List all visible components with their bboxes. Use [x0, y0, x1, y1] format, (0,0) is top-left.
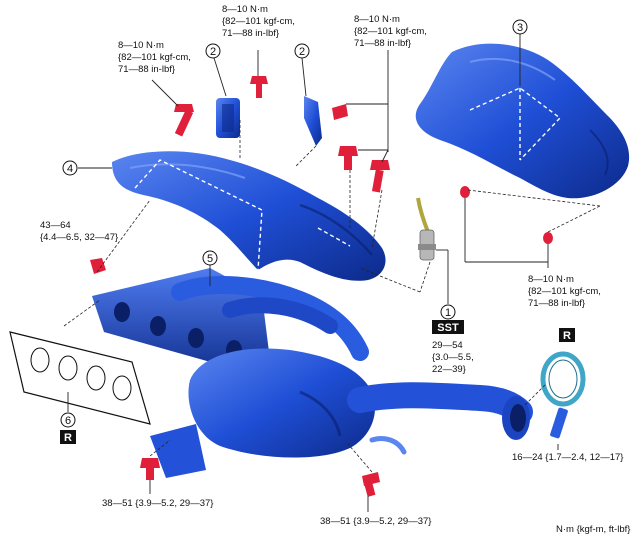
insulator-bracket: [304, 96, 322, 146]
torque-top-left: 8—10 N·m {82—101 kgf-cm, 71—88 in-lbf}: [118, 40, 191, 75]
callout-5: 5: [202, 250, 218, 266]
svg-text:{4.4—6.5, 32—47}: {4.4—6.5, 32—47}: [40, 232, 118, 243]
torque-top-center: 8—10 N·m {82—101 kgf-cm, 71—88 in-lbf}: [222, 4, 295, 39]
bolt-top-center: [250, 76, 268, 98]
exhaust-manifold: [92, 268, 533, 478]
bolts: [90, 76, 553, 497]
svg-text:{82—101 kgf-cm,: {82—101 kgf-cm,: [354, 26, 427, 37]
svg-text:71—88 in-lbf}: 71—88 in-lbf}: [354, 38, 411, 49]
callout-2-left: 2: [205, 43, 221, 59]
svg-text:29—54: 29—54: [432, 340, 463, 351]
oxygen-sensor: [416, 197, 436, 261]
svg-text:38—51 {3.9—5.2, 29—37}: 38—51 {3.9—5.2, 29—37}: [102, 498, 213, 509]
callouts: 1 2 2 3 4 5 6: [60, 19, 528, 428]
svg-text:3: 3: [517, 22, 523, 34]
upper-heat-insulator: [415, 43, 630, 199]
svg-text:{82—101 kgf-cm,: {82—101 kgf-cm,: [222, 16, 295, 27]
svg-text:43—64: 43—64: [40, 220, 71, 231]
badge-r-left: R: [60, 430, 76, 444]
svg-text:SST: SST: [437, 322, 459, 334]
units-note: N·m {kgf-m, ft-lbf}: [556, 524, 630, 535]
svg-text:16—24 {1.7—2.4, 12—17}: 16—24 {1.7—2.4, 12—17}: [512, 452, 623, 463]
svg-text:71—88 in-lbf}: 71—88 in-lbf}: [118, 64, 175, 75]
nut-left: [90, 258, 106, 274]
leader-lines: [67, 34, 559, 512]
badge-sst: SST: [432, 320, 464, 334]
insulator-spacer: [216, 98, 240, 138]
callout-3: 3: [512, 19, 528, 35]
bolt-insulator-1: [460, 186, 470, 198]
bolt-mid-1: [338, 146, 358, 170]
torque-top-right: 8—10 N·m {82—101 kgf-cm, 71—88 in-lbf}: [354, 14, 427, 49]
svg-text:8—10 N·m: 8—10 N·m: [222, 4, 268, 15]
lower-heat-insulator: [112, 151, 386, 281]
svg-text:1: 1: [445, 307, 451, 319]
callout-6: 6: [60, 412, 76, 428]
svg-text:2: 2: [210, 46, 216, 58]
assembly-dashed-lines: [63, 120, 601, 473]
svg-text:{82—101 kgf-cm,: {82—101 kgf-cm,: [528, 286, 601, 297]
svg-text:22—39}: 22—39}: [432, 364, 466, 375]
stud-bolt: [550, 407, 568, 439]
svg-text:71—88 in-lbf}: 71—88 in-lbf}: [528, 298, 585, 309]
svg-text:R: R: [64, 432, 72, 444]
svg-text:8—10 N·m: 8—10 N·m: [528, 274, 574, 285]
svg-text:71—88 in-lbf}: 71—88 in-lbf}: [222, 28, 279, 39]
svg-text:{82—101 kgf-cm,: {82—101 kgf-cm,: [118, 52, 191, 63]
torque-right-mid: 8—10 N·m {82—101 kgf-cm, 71—88 in-lbf}: [528, 274, 601, 309]
torque-bottom-center: 38—51 {3.9—5.2, 29—37}: [320, 516, 431, 527]
bolt-bottom-left: [140, 458, 160, 480]
torque-sensor: 29—54 {3.0—5.5, 22—39}: [432, 340, 474, 375]
callout-1: 1: [440, 304, 456, 320]
bolt-top-left: [174, 104, 194, 137]
bolt-insulator-2: [543, 232, 553, 244]
svg-text:5: 5: [207, 253, 213, 265]
torque-left-nut: 43—64 {4.4—6.5, 32—47}: [40, 220, 118, 243]
svg-text:8—10 N·m: 8—10 N·m: [118, 40, 164, 51]
bolt-bracket: [332, 104, 348, 120]
badge-r-right: R: [559, 328, 575, 342]
svg-text:38—51 {3.9—5.2, 29—37}: 38—51 {3.9—5.2, 29—37}: [320, 516, 431, 527]
svg-text:2: 2: [299, 46, 305, 58]
svg-text:{3.0—5.5,: {3.0—5.5,: [432, 352, 474, 363]
svg-text:8—10 N·m: 8—10 N·m: [354, 14, 400, 25]
callout-2-right: 2: [294, 43, 310, 59]
svg-text:R: R: [563, 330, 571, 342]
torque-bottom-left: 38—51 {3.9—5.2, 29—37}: [102, 498, 213, 509]
bolt-mid-2: [370, 160, 390, 193]
exhaust-manifold-gasket: [9, 331, 151, 425]
torque-stud: 16—24 {1.7—2.4, 12—17}: [512, 452, 623, 463]
bolt-bottom-center: [362, 472, 380, 497]
callout-4: 4: [62, 160, 78, 176]
svg-text:6: 6: [65, 415, 71, 427]
svg-text:4: 4: [67, 163, 73, 175]
outlet-gasket-ring: [540, 351, 586, 407]
